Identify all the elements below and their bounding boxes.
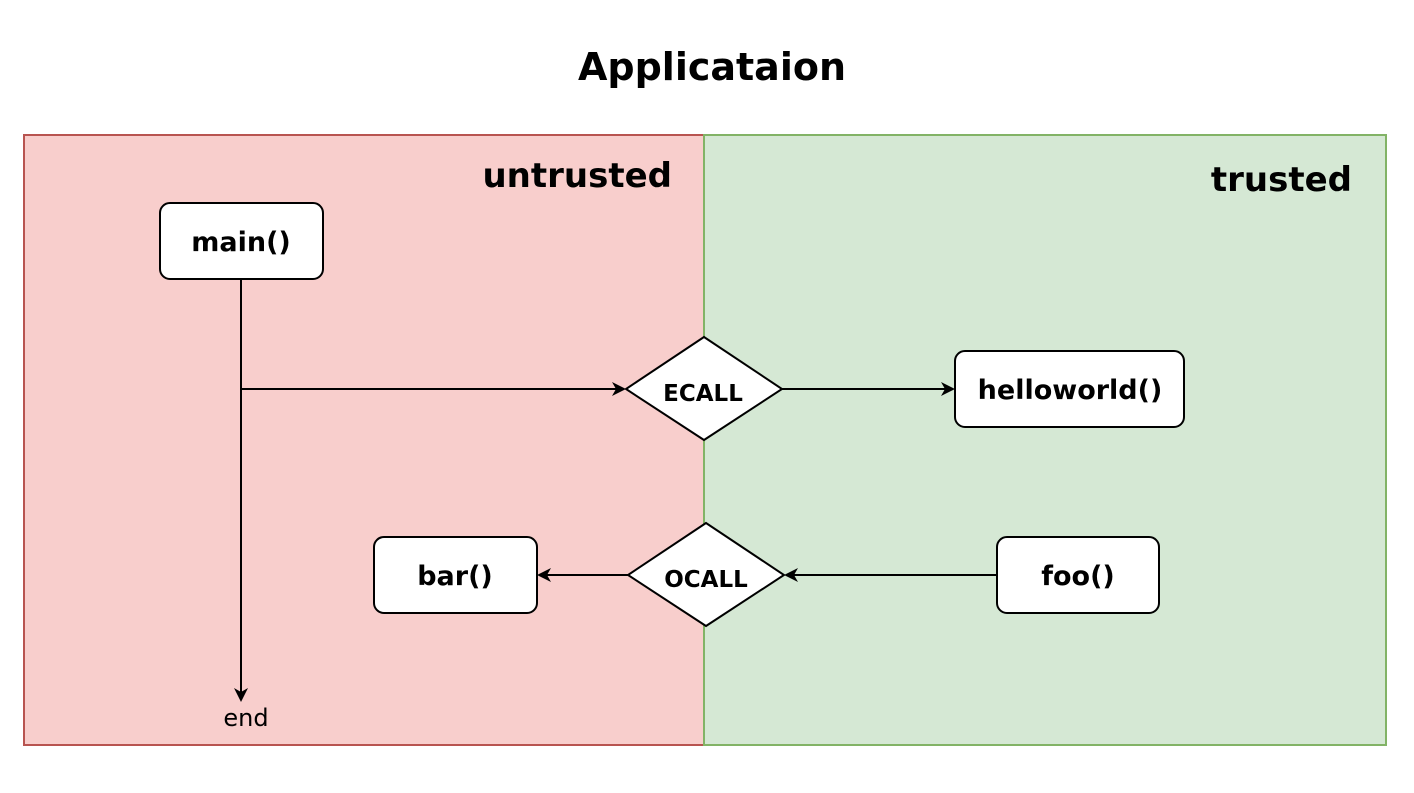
- bar-node-box: [373, 536, 538, 614]
- main-node-label: main(): [191, 227, 291, 258]
- foo-node-box: [996, 536, 1160, 614]
- untrusted-zone-area: [23, 134, 705, 746]
- ecall-diamond: [624, 335, 784, 442]
- foo-node[interactable]: foo(): [996, 536, 1160, 614]
- untrusted-zone-label: untrusted: [482, 156, 672, 196]
- ocall-label: OCALL: [664, 567, 748, 593]
- ecall-gate[interactable]: ECALL: [624, 335, 784, 442]
- main-node-box: [159, 202, 324, 280]
- main-node[interactable]: main(): [159, 202, 324, 280]
- end-label: end: [223, 704, 268, 732]
- trusted-zone-area: [703, 134, 1387, 746]
- ocall-gate[interactable]: OCALL: [626, 521, 786, 628]
- helloworld-node-label: helloworld(): [978, 375, 1163, 406]
- foo-node-label: foo(): [1041, 561, 1115, 592]
- trusted-zone: trusted: [703, 134, 1387, 746]
- trusted-zone-label: trusted: [1211, 160, 1352, 200]
- ocall-diamond: [626, 521, 786, 628]
- bar-node-label: bar(): [417, 561, 493, 592]
- helloworld-node-box: [954, 350, 1185, 428]
- bar-node[interactable]: bar(): [373, 536, 538, 614]
- diagram-title: Applicataion: [578, 45, 846, 89]
- ecall-label: ECALL: [663, 381, 743, 407]
- helloworld-node[interactable]: helloworld(): [954, 350, 1185, 428]
- untrusted-zone: untrusted: [23, 134, 705, 746]
